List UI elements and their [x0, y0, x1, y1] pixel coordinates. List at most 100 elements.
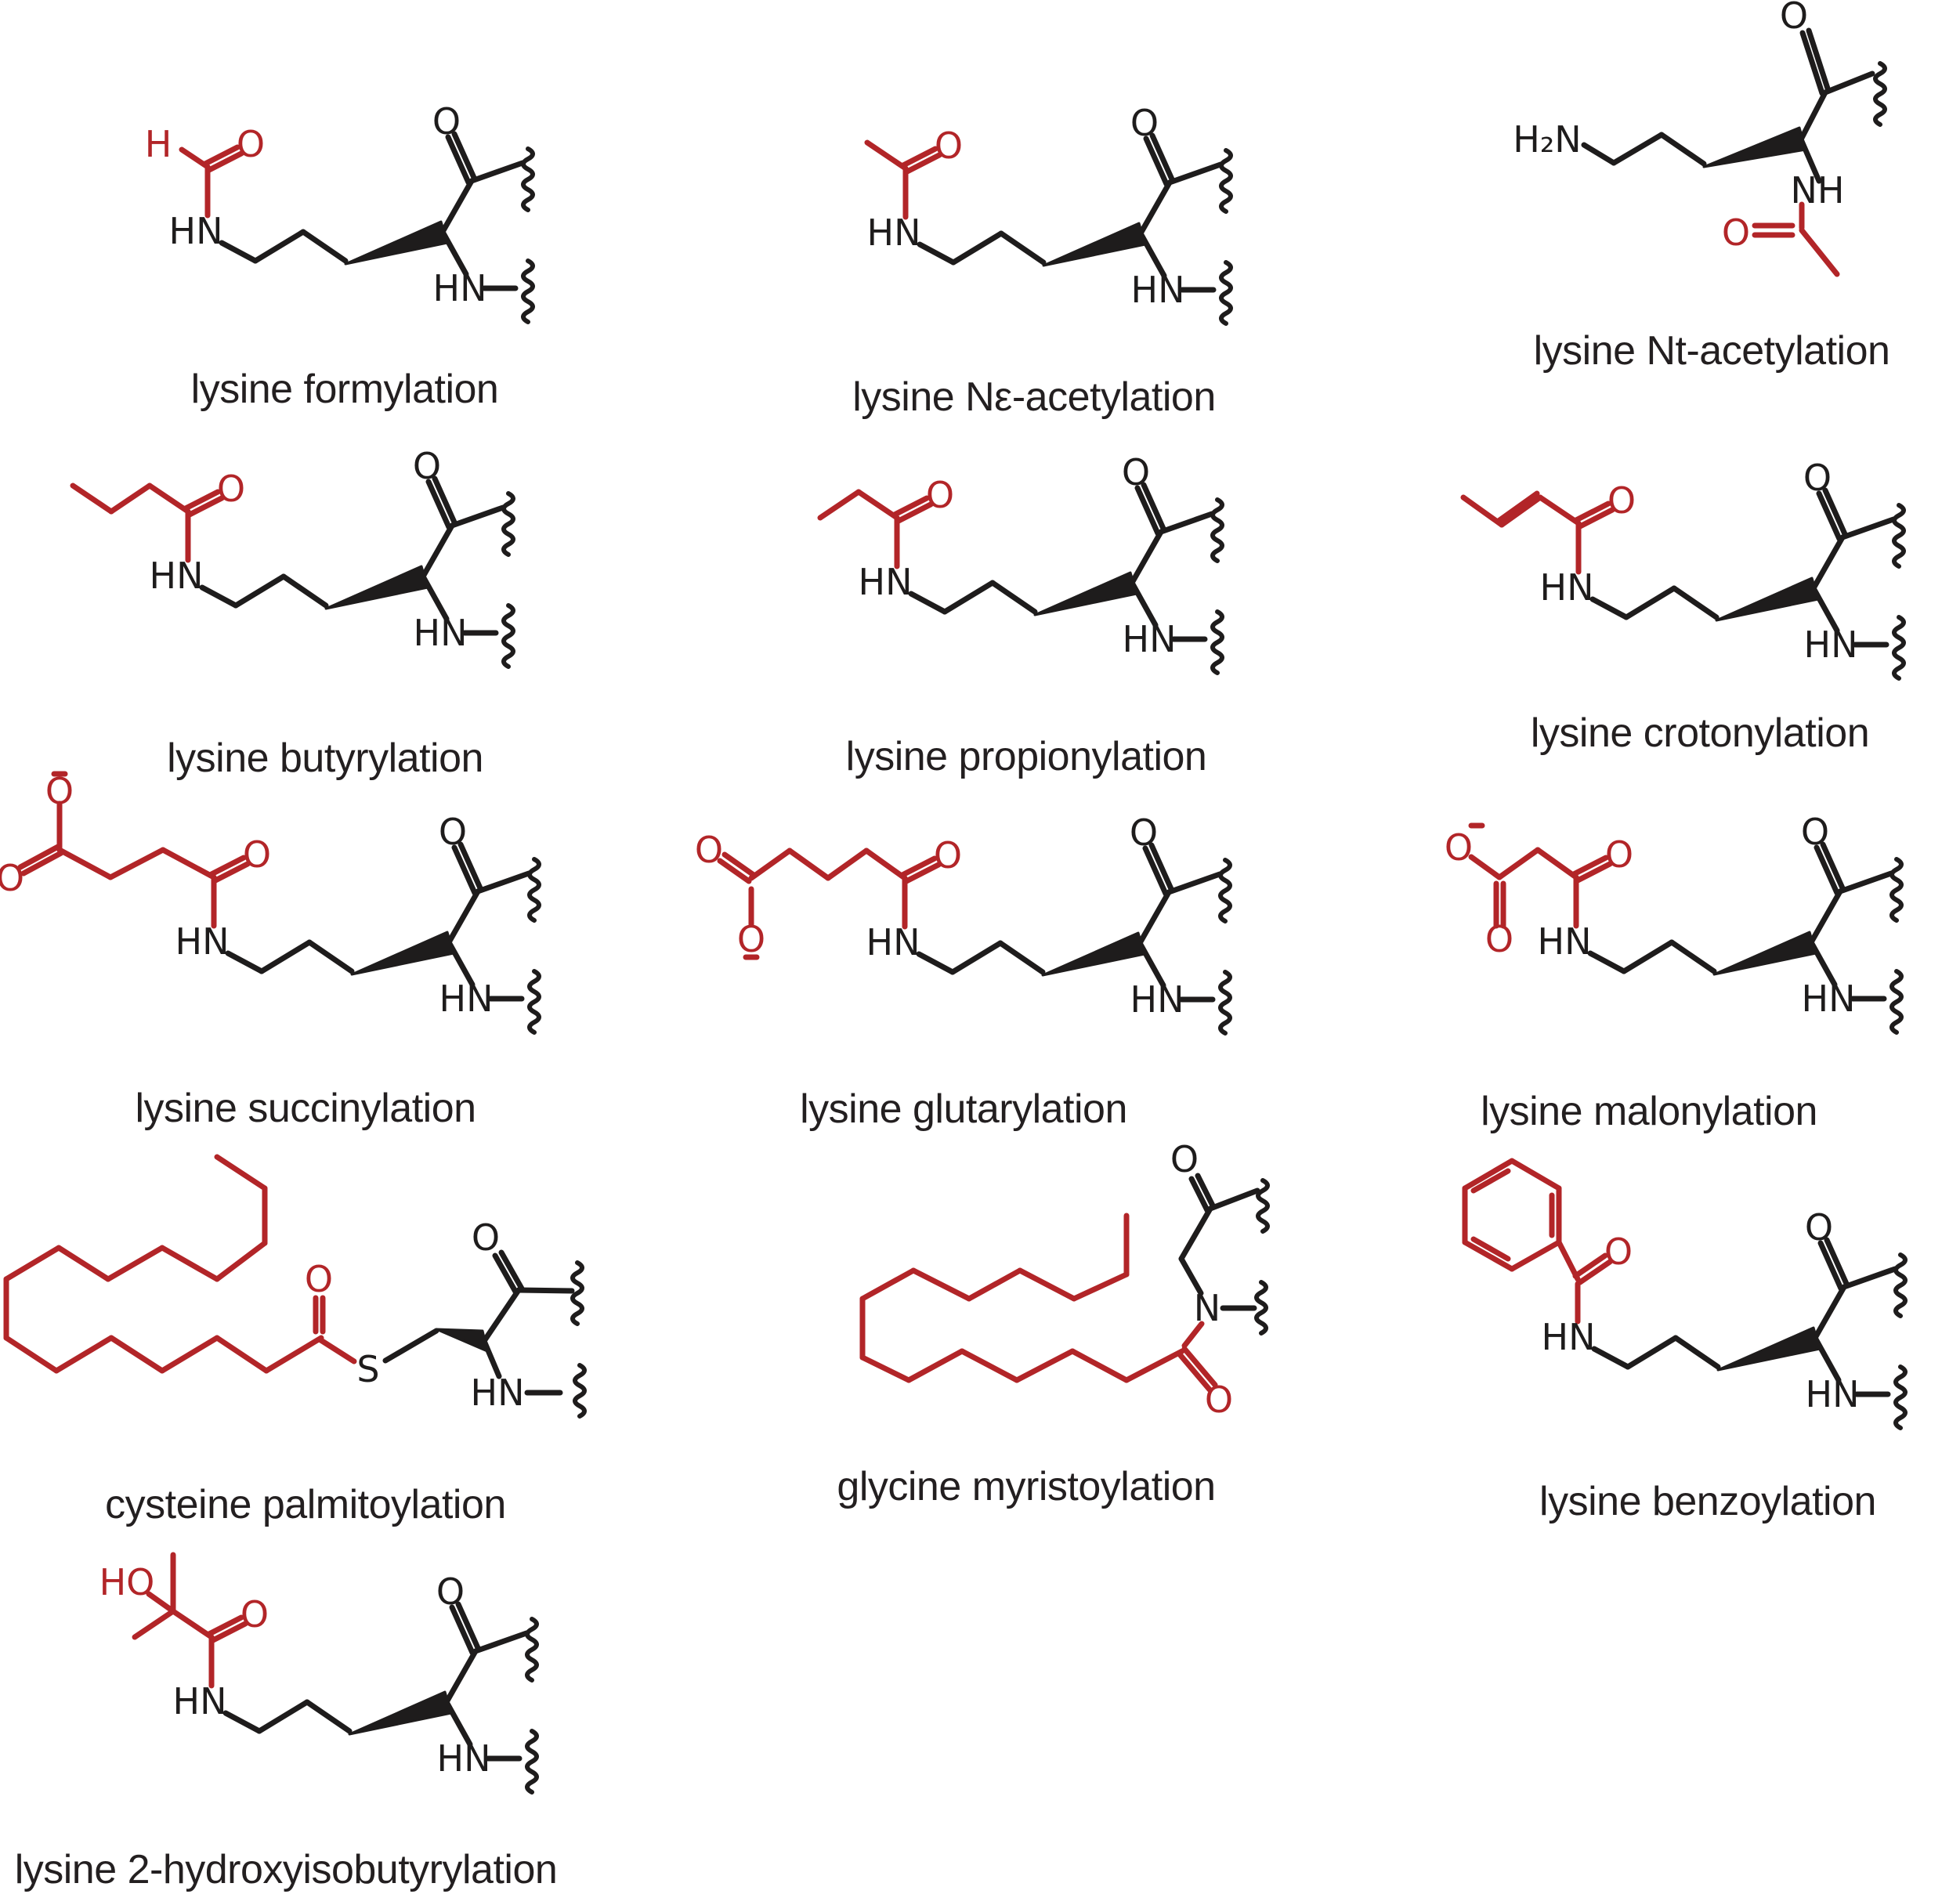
atom-label: HN: [866, 921, 920, 963]
bond: [214, 1335, 269, 1374]
bond: [1810, 534, 1846, 591]
bond: [1806, 27, 1832, 94]
caption-lysine-succinylation: lysine succinylation: [135, 1086, 476, 1131]
bond: [997, 940, 1046, 975]
bond: [717, 858, 752, 884]
atom-label: NH: [1791, 169, 1845, 211]
bond: [316, 1336, 357, 1364]
bond: [989, 580, 1038, 615]
atom-label: O: [1803, 457, 1832, 499]
bond: [855, 489, 900, 521]
bond: [475, 870, 532, 895]
wedge-bond: [1715, 577, 1820, 622]
atom-label: O: [1130, 102, 1159, 144]
peptide-continuation-squiggle: [527, 969, 541, 1035]
bond: [1621, 939, 1675, 974]
bond: [1149, 132, 1176, 184]
atom-label: O: [439, 811, 467, 853]
bond: [1671, 585, 1720, 620]
bond: [183, 489, 221, 511]
bond: [252, 229, 306, 264]
peptide-continuation-squiggle: [1210, 497, 1224, 563]
bond: [425, 479, 452, 530]
bond: [1496, 847, 1541, 880]
caption-lysine-formylation: lysine formylation: [190, 367, 499, 412]
bond: [1572, 1252, 1608, 1279]
bond: [1581, 142, 1617, 166]
atom-label: HN: [859, 561, 913, 603]
bond: [863, 848, 908, 881]
caption-lysine-butyrylation: lysine butyrylation: [167, 736, 483, 781]
bond: [1166, 161, 1224, 186]
atom-label: O: [695, 829, 723, 871]
bond: [1814, 844, 1840, 896]
bond: [903, 862, 942, 884]
bond: [1799, 30, 1825, 96]
bond: [1658, 132, 1707, 167]
bond: [206, 150, 244, 173]
bond: [206, 1614, 244, 1637]
bond: [1577, 1259, 1613, 1285]
bond: [1499, 494, 1543, 528]
atom-label: HN: [173, 1680, 227, 1722]
bond: [515, 1287, 575, 1294]
bond: [1591, 1346, 1631, 1370]
atom-label: HN: [867, 211, 921, 254]
bond: [1824, 1237, 1850, 1289]
bond: [1799, 227, 1840, 277]
atom-label: O: [1805, 1206, 1833, 1249]
bond: [382, 1328, 439, 1364]
bond: [498, 1249, 525, 1292]
bond: [1808, 888, 1843, 945]
bond: [170, 1608, 215, 1640]
bond: [443, 1648, 479, 1705]
bond: [1123, 1348, 1185, 1383]
wedge-bond: [1712, 931, 1817, 976]
bond: [1178, 1256, 1204, 1296]
bond: [449, 1604, 476, 1656]
wedge-bond: [1041, 931, 1146, 977]
bond: [20, 850, 64, 877]
atom-label: HN: [1131, 269, 1185, 311]
bond: [1820, 841, 1846, 893]
atom-label: O: [243, 833, 271, 876]
peptide-continuation-squiggle: [525, 1729, 539, 1795]
atom-label: O: [926, 474, 954, 516]
bond: [107, 847, 166, 880]
bond: [1188, 1176, 1210, 1213]
peptide-continuation-squiggle: [1219, 260, 1233, 326]
bond: [481, 1287, 522, 1344]
bond: [895, 501, 934, 524]
peptide-continuation-squiggle: [1893, 1364, 1908, 1430]
bond: [1841, 1266, 1898, 1290]
bond: [1470, 1236, 1511, 1262]
peptide-continuation-squiggle: [1889, 857, 1904, 923]
bond: [1460, 494, 1505, 528]
peptide-continuation-squiggle: [525, 1617, 539, 1683]
bond: [942, 580, 996, 615]
bond: [917, 241, 956, 266]
atom-label: O: [45, 770, 74, 812]
caption-lysine-ne-acetylation: lysine Nε-acetylation: [852, 374, 1216, 420]
bond: [1178, 1205, 1213, 1262]
atom-label: N: [1194, 1287, 1220, 1329]
peptide-continuation-squiggle: [1889, 969, 1904, 1035]
bond: [1625, 1335, 1679, 1370]
structure-glycine-myristoylation: NOO: [859, 1138, 1270, 1421]
bond: [457, 841, 484, 893]
atom-label: O: [436, 1571, 465, 1613]
bond: [1134, 485, 1161, 537]
atom-label: O: [1801, 811, 1829, 853]
atom-label: HN: [1806, 1373, 1860, 1415]
atom-label: HN: [1540, 566, 1594, 609]
peptide-continuation-squiggle: [1892, 615, 1906, 681]
peptide-continuation-squiggle: [1893, 1252, 1908, 1318]
bond: [492, 1252, 519, 1295]
caption-cysteine-palmitoylation: cysteine palmitoylation: [105, 1482, 506, 1527]
bond: [233, 573, 287, 609]
